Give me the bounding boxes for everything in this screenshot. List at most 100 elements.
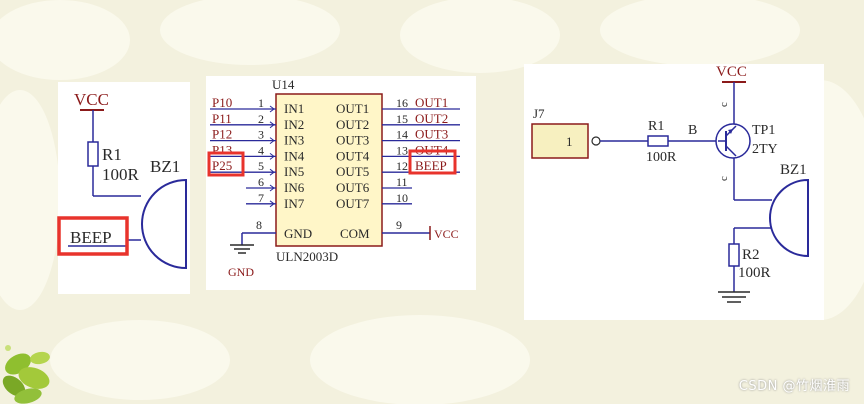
chip-left-pin: 3 IN3 P12 [210,127,304,148]
pin-number: 6 [258,175,264,189]
pin-arrow [269,200,275,208]
pin-number: 2 [258,112,264,126]
pin-name: IN7 [284,196,305,211]
chip-part: ULN2003D [276,249,338,264]
chip-left-pin: 7 IN7 [246,191,305,211]
pin-name: OUT7 [336,196,370,211]
pin-name: IN5 [284,164,304,179]
chip-right-pin: 10 OUT7 [336,191,412,211]
left-bz-name: BZ1 [150,157,180,176]
pin-arrow [269,137,275,144]
watermark: CSDN @竹烟淮雨 [738,379,850,394]
left-r1-value: 100R [102,165,140,184]
chip-right-pin: 14 OUT3 OUT3 [336,127,460,148]
pin-name: OUT1 [336,101,369,116]
chip-right-pin: 15 OUT2 OUT2 [336,111,460,132]
right-r1-name: R1 [648,119,664,134]
pin-arrow [269,121,275,129]
pin-name: OUT2 [336,117,369,132]
pin-number: 5 [258,159,264,173]
left-beep-highlight [57,216,129,256]
leaf-decoration [2,345,50,404]
right-schematic: J7 1 R1 100R B TP1 2TY VCC c c BZ1 R2 10… [531,64,809,303]
left-buzzer-symbol [141,178,187,270]
transistor-body [715,123,751,159]
com-pin-name: COM [340,226,370,241]
right-r1-resistor [647,135,669,147]
gnd-net-label: GND [228,265,254,279]
pin-name: OUT3 [336,133,369,148]
pin-net-label: OUT3 [415,127,448,142]
right-schematic-panel [524,64,824,320]
pin-number: 15 [396,112,408,126]
pin-number: 10 [396,191,408,205]
pin-name: IN3 [284,133,304,148]
emitter-pin-label: c [718,102,730,107]
pin-number: 11 [396,175,408,189]
pin-arrow [269,168,275,176]
chip-left-pin: 1 IN1 P10 [210,95,304,116]
pin-net-label: P12 [212,127,232,142]
pin-number: 12 [396,159,408,173]
left-r1-name: R1 [102,145,122,164]
chip-right-pin: 11 OUT6 [336,175,412,195]
gnd-pin-name: GND [284,226,312,241]
left-vcc-label: VCC [74,90,109,109]
collector-pin-label: c [718,176,730,181]
right-r1-value: 100R [646,150,677,165]
chip-body [275,93,383,247]
pin-number: 1 [258,96,264,110]
pin-name: IN6 [284,180,305,195]
pin-number: 3 [258,128,264,142]
chip-name: U14 [272,77,295,92]
j7-pin: 1 [566,134,573,149]
r2-resistor [728,243,740,267]
pin-net-label: P25 [212,158,232,173]
pin-net-label: OUT2 [415,111,448,126]
chip-right-pin: 16 OUT1 OUT1 [336,95,460,116]
chip-left-pin: 6 IN6 [246,175,305,195]
pin-net-label: BEEP [415,158,447,173]
pin-net-label: P13 [212,142,232,157]
pin-name: OUT5 [336,164,369,179]
j7-name: J7 [533,106,545,121]
gnd-pin-num: 8 [256,218,262,232]
tp1-name: TP1 [752,123,775,138]
r2-value: 100R [738,265,771,281]
beep-out-highlight [408,149,457,175]
j7-pin-dot [591,136,601,146]
pin-name: OUT4 [336,148,370,163]
left-schematic: VCC R1 100R BZ1 BEEP [57,90,187,270]
j7-connector [531,123,589,159]
pin-name: OUT6 [336,180,370,195]
left-beep-net: BEEP [70,228,112,247]
r2-name: R2 [742,247,760,263]
pin-net-label: P10 [212,95,232,110]
pin-number: 13 [396,143,408,157]
p25-highlight [207,151,245,177]
right-vcc-label: VCC [716,64,747,80]
com-pin-num: 9 [396,218,402,232]
pin-number: 7 [258,191,264,205]
pin-arrow [269,184,275,192]
com-vcc-label: VCC [434,227,459,241]
tp1-value: 2TY [752,142,778,157]
transistor-arrow [728,129,733,134]
base-label: B [688,123,697,138]
pin-arrow [269,105,275,113]
pin-number: 16 [396,96,408,110]
chip-left-pin: 2 IN2 P11 [210,111,304,132]
pin-name: IN2 [284,117,304,132]
pin-net-label: P11 [212,111,232,126]
pin-number: 4 [258,143,264,157]
right-bz-name: BZ1 [780,162,807,178]
pin-number: 14 [396,128,408,142]
pin-arrow [269,153,275,160]
pin-net-label: OUT1 [415,95,448,110]
pin-name: IN1 [284,101,304,116]
chip-left-pin: 5 IN5 P25 [210,158,304,179]
